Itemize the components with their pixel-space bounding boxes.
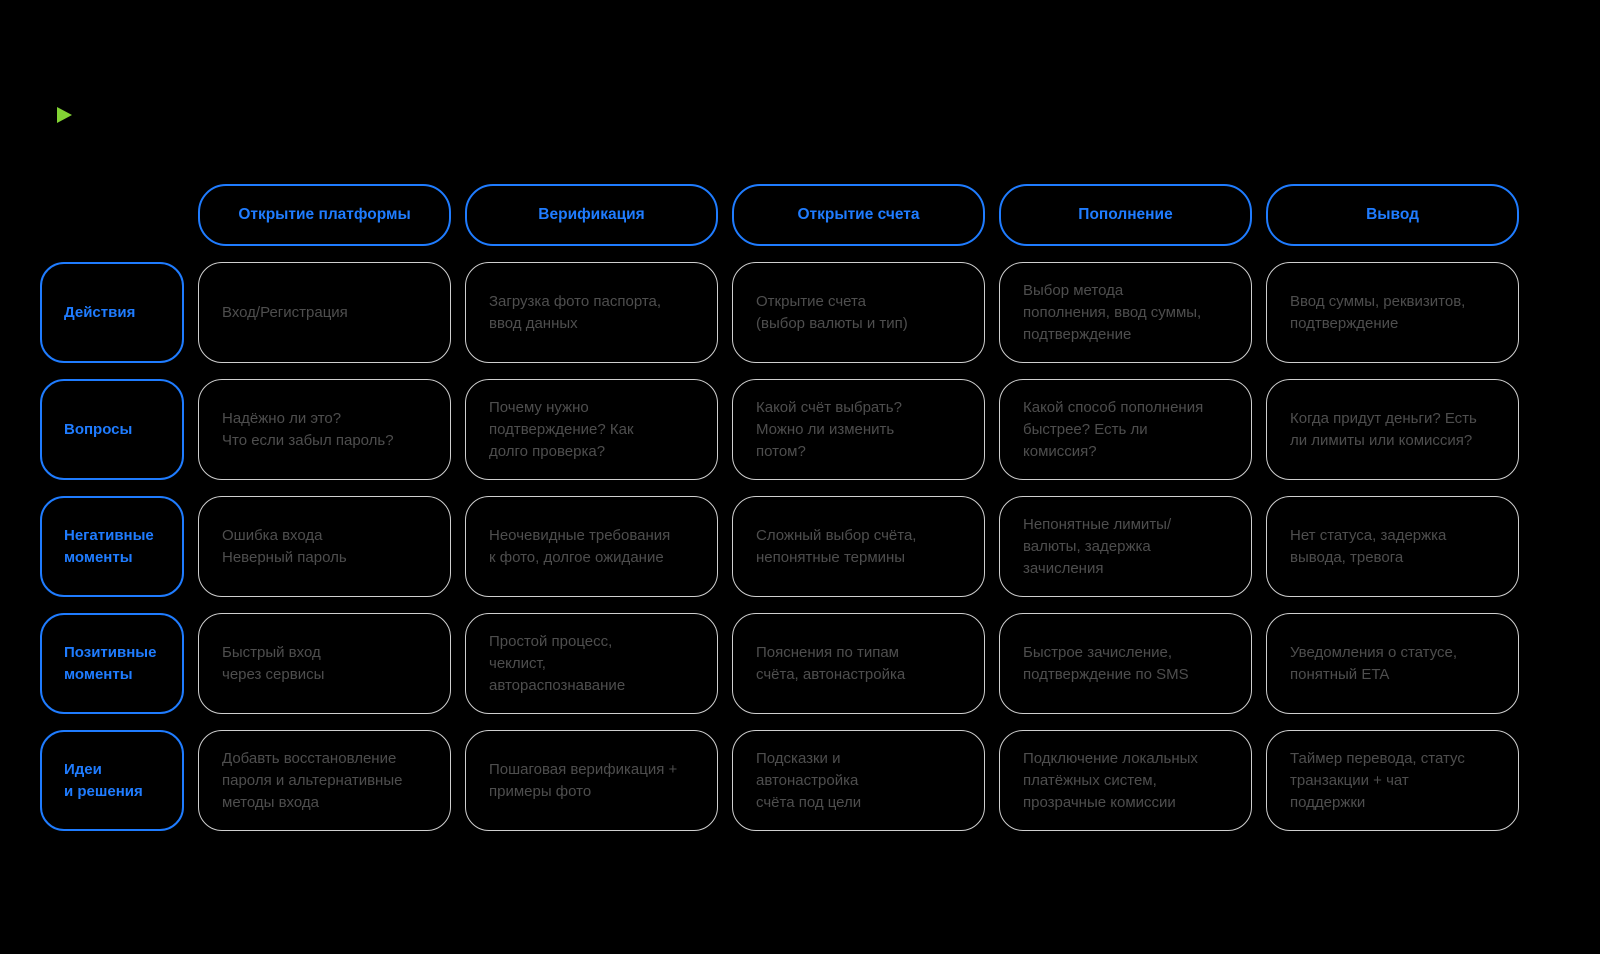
row-header-label: Негативные моменты: [64, 526, 154, 566]
cell-text: Неочевидные требования к фото, долгое ож…: [489, 526, 671, 566]
cell-text: Открытие счета (выбор валюты и тип): [756, 292, 908, 332]
cell-ideas-verification[interactable]: Пошаговая верификация + примеры фото: [465, 730, 718, 831]
column-header-label: Вывод: [1366, 206, 1419, 223]
row-header-label: Действия: [64, 303, 136, 321]
cell-actions-verification[interactable]: Загрузка фото паспорта, ввод данных: [465, 262, 718, 363]
grid-corner-spacer: [40, 184, 184, 246]
cell-negative-deposit[interactable]: Непонятные лимиты/ валюты, задержка зачи…: [999, 496, 1252, 597]
column-header-withdrawal[interactable]: Вывод: [1266, 184, 1519, 246]
cell-questions-platform[interactable]: Надёжно ли это? Что если забыл пароль?: [198, 379, 451, 480]
column-header-account-opening[interactable]: Открытие счета: [732, 184, 985, 246]
cell-text: Подключение локальных платёжных систем, …: [1023, 749, 1198, 811]
cell-text: Выбор метода пополнения, ввод суммы, под…: [1023, 281, 1202, 343]
cell-text: Когда придут деньги? Есть ли лимиты или …: [1290, 409, 1477, 449]
cell-actions-withdrawal[interactable]: Ввод суммы, реквизитов, подтверждение: [1266, 262, 1519, 363]
cell-text: Пояснения по типам счёта, автонастройка: [756, 643, 906, 683]
cell-text: Уведомления о статусе, понятный ETA: [1290, 643, 1458, 683]
cell-text: Какой счёт выбрать? Можно ли изменить по…: [756, 398, 902, 460]
row-header-label: Позитивные моменты: [64, 643, 157, 683]
cell-text: Пошаговая верификация + примеры фото: [489, 760, 678, 800]
cell-text: Вход/Регистрация: [222, 303, 348, 321]
cell-text: Простой процесс, чеклист, автораспознава…: [489, 632, 626, 694]
cell-ideas-withdrawal[interactable]: Таймер перевода, статус транзакции + чат…: [1266, 730, 1519, 831]
cell-negative-platform[interactable]: Ошибка входа Неверный пароль: [198, 496, 451, 597]
cell-text: Ошибка входа Неверный пароль: [222, 526, 347, 566]
column-header-label: Открытие счета: [797, 206, 920, 223]
cell-ideas-platform[interactable]: Добавть восстановление пароля и альтерна…: [198, 730, 451, 831]
cell-positive-withdrawal[interactable]: Уведомления о статусе, понятный ETA: [1266, 613, 1519, 714]
cell-positive-platform[interactable]: Быстрый вход через сервисы: [198, 613, 451, 714]
cell-questions-deposit[interactable]: Какой способ пополнения быстрее? Есть ли…: [999, 379, 1252, 480]
cell-questions-withdrawal[interactable]: Когда придут деньги? Есть ли лимиты или …: [1266, 379, 1519, 480]
cell-text: Какой способ пополнения быстрее? Есть ли…: [1023, 398, 1204, 460]
row-header-positive[interactable]: Позитивные моменты: [40, 613, 184, 714]
column-header-deposit[interactable]: Пополнение: [999, 184, 1252, 246]
row-header-ideas[interactable]: Идеи и решения: [40, 730, 184, 831]
collaborator-cursor-icon: [57, 107, 72, 123]
row-header-questions[interactable]: Вопросы: [40, 379, 184, 480]
cell-positive-deposit[interactable]: Быстрое зачисление, подтверждение по SMS: [999, 613, 1252, 714]
cell-text: Почему нужно подтверждение? Как долго пр…: [489, 398, 634, 460]
journey-map-grid: Открытие платформы Верификация Открытие …: [40, 184, 1519, 831]
column-header-label: Пополнение: [1078, 206, 1173, 223]
cell-negative-withdrawal[interactable]: Нет статуса, задержка вывода, тревога: [1266, 496, 1519, 597]
column-header-verification[interactable]: Верификация: [465, 184, 718, 246]
cell-actions-platform[interactable]: Вход/Регистрация: [198, 262, 451, 363]
cell-questions-verification[interactable]: Почему нужно подтверждение? Как долго пр…: [465, 379, 718, 480]
cell-text: Нет статуса, задержка вывода, тревога: [1290, 526, 1447, 566]
row-header-label: Вопросы: [64, 420, 133, 438]
column-header-label: Верификация: [538, 206, 645, 223]
cell-positive-account[interactable]: Пояснения по типам счёта, автонастройка: [732, 613, 985, 714]
cell-text: Быстрый вход через сервисы: [222, 643, 325, 683]
cell-text: Загрузка фото паспорта, ввод данных: [489, 292, 662, 332]
cell-text: Добавть восстановление пароля и альтерна…: [222, 749, 403, 811]
cell-actions-deposit[interactable]: Выбор метода пополнения, ввод суммы, под…: [999, 262, 1252, 363]
cell-text: Надёжно ли это? Что если забыл пароль?: [222, 409, 394, 449]
cell-text: Таймер перевода, статус транзакции + чат…: [1290, 749, 1465, 811]
cell-text: Подсказки и автонастройка счёта под цели: [756, 749, 862, 811]
cell-negative-account[interactable]: Сложный выбор счёта, непонятные термины: [732, 496, 985, 597]
cell-ideas-account[interactable]: Подсказки и автонастройка счёта под цели: [732, 730, 985, 831]
cell-text: Ввод суммы, реквизитов, подтверждение: [1290, 292, 1466, 332]
column-header-label: Открытие платформы: [238, 206, 411, 223]
cell-negative-verification[interactable]: Неочевидные требования к фото, долгое ож…: [465, 496, 718, 597]
cell-text: Быстрое зачисление, подтверждение по SMS: [1023, 643, 1189, 683]
cell-positive-verification[interactable]: Простой процесс, чеклист, автораспознава…: [465, 613, 718, 714]
row-header-label: Идеи и решения: [64, 760, 143, 800]
row-header-negative[interactable]: Негативные моменты: [40, 496, 184, 597]
column-header-platform-opening[interactable]: Открытие платформы: [198, 184, 451, 246]
cell-actions-account[interactable]: Открытие счета (выбор валюты и тип): [732, 262, 985, 363]
cell-ideas-deposit[interactable]: Подключение локальных платёжных систем, …: [999, 730, 1252, 831]
row-header-actions[interactable]: Действия: [40, 262, 184, 363]
cell-text: Непонятные лимиты/ валюты, задержка зачи…: [1023, 515, 1172, 577]
cell-questions-account[interactable]: Какой счёт выбрать? Можно ли изменить по…: [732, 379, 985, 480]
cell-text: Сложный выбор счёта, непонятные термины: [756, 526, 917, 566]
